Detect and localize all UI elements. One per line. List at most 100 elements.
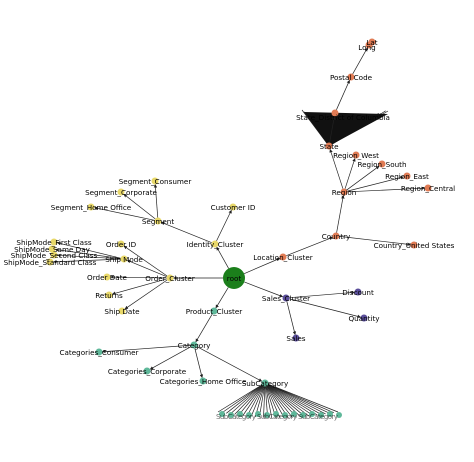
label-sm_first: ShipMode_First Class	[16, 238, 91, 247]
node-order_date[interactable]	[103, 273, 111, 281]
edge-country-to-country_us	[339, 236, 411, 246]
node-returns[interactable]	[105, 291, 113, 299]
state-fan-wedge	[304, 112, 388, 146]
edge-layer	[53, 41, 425, 382]
label-reg_west: Region_West	[333, 151, 379, 160]
node-seg_corporate[interactable]	[117, 188, 125, 196]
label-sm_same: ShipMode_Same Day	[14, 245, 90, 254]
node-reg_south[interactable]	[378, 160, 386, 168]
node-sm_same[interactable]	[48, 245, 56, 253]
subcategory-leaf-node	[246, 412, 252, 418]
node-category[interactable]	[190, 341, 198, 349]
node-cat_corporate[interactable]	[143, 367, 151, 375]
subcategory-fan-edge	[264, 382, 318, 416]
subcategory-leaf-node	[318, 412, 324, 418]
node-reg_west[interactable]	[352, 151, 360, 159]
subcategory-fan-edge	[246, 382, 266, 417]
edge-region-to-state	[329, 148, 344, 189]
edge-root-to-sales	[244, 281, 284, 298]
edge-category-to-cat_consumer	[102, 344, 191, 354]
node-reg_east[interactable]	[403, 172, 411, 180]
subcategory-fan-edge	[217, 382, 266, 413]
node-reg_central[interactable]	[424, 184, 432, 192]
subcategory-fan-edge	[264, 382, 326, 415]
edge-category-to-subcat	[196, 346, 263, 382]
subcategory-fan-edge	[238, 382, 266, 416]
label-subcat: SubCategory	[242, 379, 289, 388]
label-layer: rootLocation_ClusterCountryCountry_Unite…	[4, 38, 456, 388]
label-loc: Location_Cluster	[253, 253, 313, 262]
node-quantity[interactable]	[360, 314, 368, 322]
edge-ship_mode-to-sm_first	[57, 241, 121, 259]
label-reg_south: Region_South	[357, 160, 406, 169]
node-sm_first[interactable]	[50, 238, 58, 246]
label-ship_mode: Ship Mode	[105, 255, 143, 264]
subcategory-fan-edge	[264, 382, 322, 415]
label-ship_date: Ship Date	[104, 307, 140, 316]
edge-region-to-reg_central	[347, 186, 425, 193]
label-seg_home: Segment_Home Office	[51, 203, 132, 212]
node-region[interactable]	[340, 188, 348, 196]
edge-country-to-region	[336, 195, 345, 233]
node-ship_mode[interactable]	[120, 255, 128, 263]
node-cat_home[interactable]	[199, 377, 207, 385]
node-state[interactable]	[325, 142, 333, 150]
node-loc[interactable]	[279, 253, 287, 261]
subcategory-fan-edge	[264, 382, 306, 417]
label-order: Order_Cluster	[145, 274, 195, 283]
edge-ship_mode-to-sm_same	[55, 248, 121, 259]
node-segment[interactable]	[154, 217, 162, 225]
node-discount[interactable]	[354, 288, 362, 296]
node-cat_consumer[interactable]	[95, 348, 103, 356]
node-cust_id[interactable]	[229, 203, 237, 211]
node-sm_standard[interactable]	[46, 258, 54, 266]
subcategory-leaf-node	[273, 411, 279, 417]
node-sm_second[interactable]	[50, 251, 58, 259]
subcategory-fan-edge	[234, 382, 266, 415]
edge-order-to-ship_date	[124, 279, 168, 310]
node-country_us[interactable]	[410, 241, 418, 249]
node-country[interactable]	[332, 232, 340, 240]
subcategory-fan-edge	[264, 382, 297, 418]
node-sales_v[interactable]	[292, 334, 300, 342]
node-product[interactable]	[210, 307, 218, 315]
label-state: State	[319, 142, 339, 151]
node-ship_date[interactable]	[118, 307, 126, 315]
node-postal[interactable]	[347, 73, 355, 81]
node-seg_home[interactable]	[87, 203, 95, 211]
subcategory-fan-edge	[264, 382, 310, 417]
label-country_us: Country_United States	[374, 241, 455, 250]
edge-loc-to-country	[286, 236, 334, 257]
label-reg_east: Region_East	[385, 172, 429, 181]
edge-order-to-order_id	[123, 245, 168, 277]
node-state_hub[interactable]	[331, 109, 339, 117]
node-identity[interactable]	[211, 240, 219, 248]
subcategory-fan-edge	[264, 382, 330, 414]
edge-sales-to-quantity	[289, 298, 361, 319]
node-order[interactable]	[166, 274, 174, 282]
label-sm_standard: ShipMode_Standard Class	[4, 258, 97, 267]
edge-region-to-reg_west	[344, 157, 356, 189]
label-segment: Segment	[142, 217, 175, 226]
label-long: Long	[358, 43, 375, 52]
edge-order-to-order_date	[110, 275, 167, 279]
edge-region-to-reg_east	[347, 175, 404, 192]
subcategory-leaf-node	[309, 411, 315, 417]
label-sales_v: Sales	[286, 334, 305, 343]
subcategory-fan-edge	[263, 382, 266, 418]
node-root[interactable]	[223, 267, 245, 289]
node-seg_consumer[interactable]	[151, 177, 159, 185]
edge-postal-to-long	[352, 47, 368, 75]
node-lat[interactable]	[368, 38, 376, 46]
subcategory-leaf-node	[255, 411, 261, 417]
node-subcat[interactable]	[261, 379, 269, 387]
subcategory-fan-edge	[264, 382, 289, 418]
node-sales[interactable]	[282, 294, 290, 302]
label-reg_central: Region_Central	[401, 184, 455, 193]
label-sm_second: ShipMode_Second Class	[11, 251, 98, 260]
subcategory-leaf-node	[336, 412, 342, 418]
dense-fan-layer: SubCategory SubCategory SubCategory	[216, 109, 389, 421]
node-order_id[interactable]	[117, 240, 125, 248]
